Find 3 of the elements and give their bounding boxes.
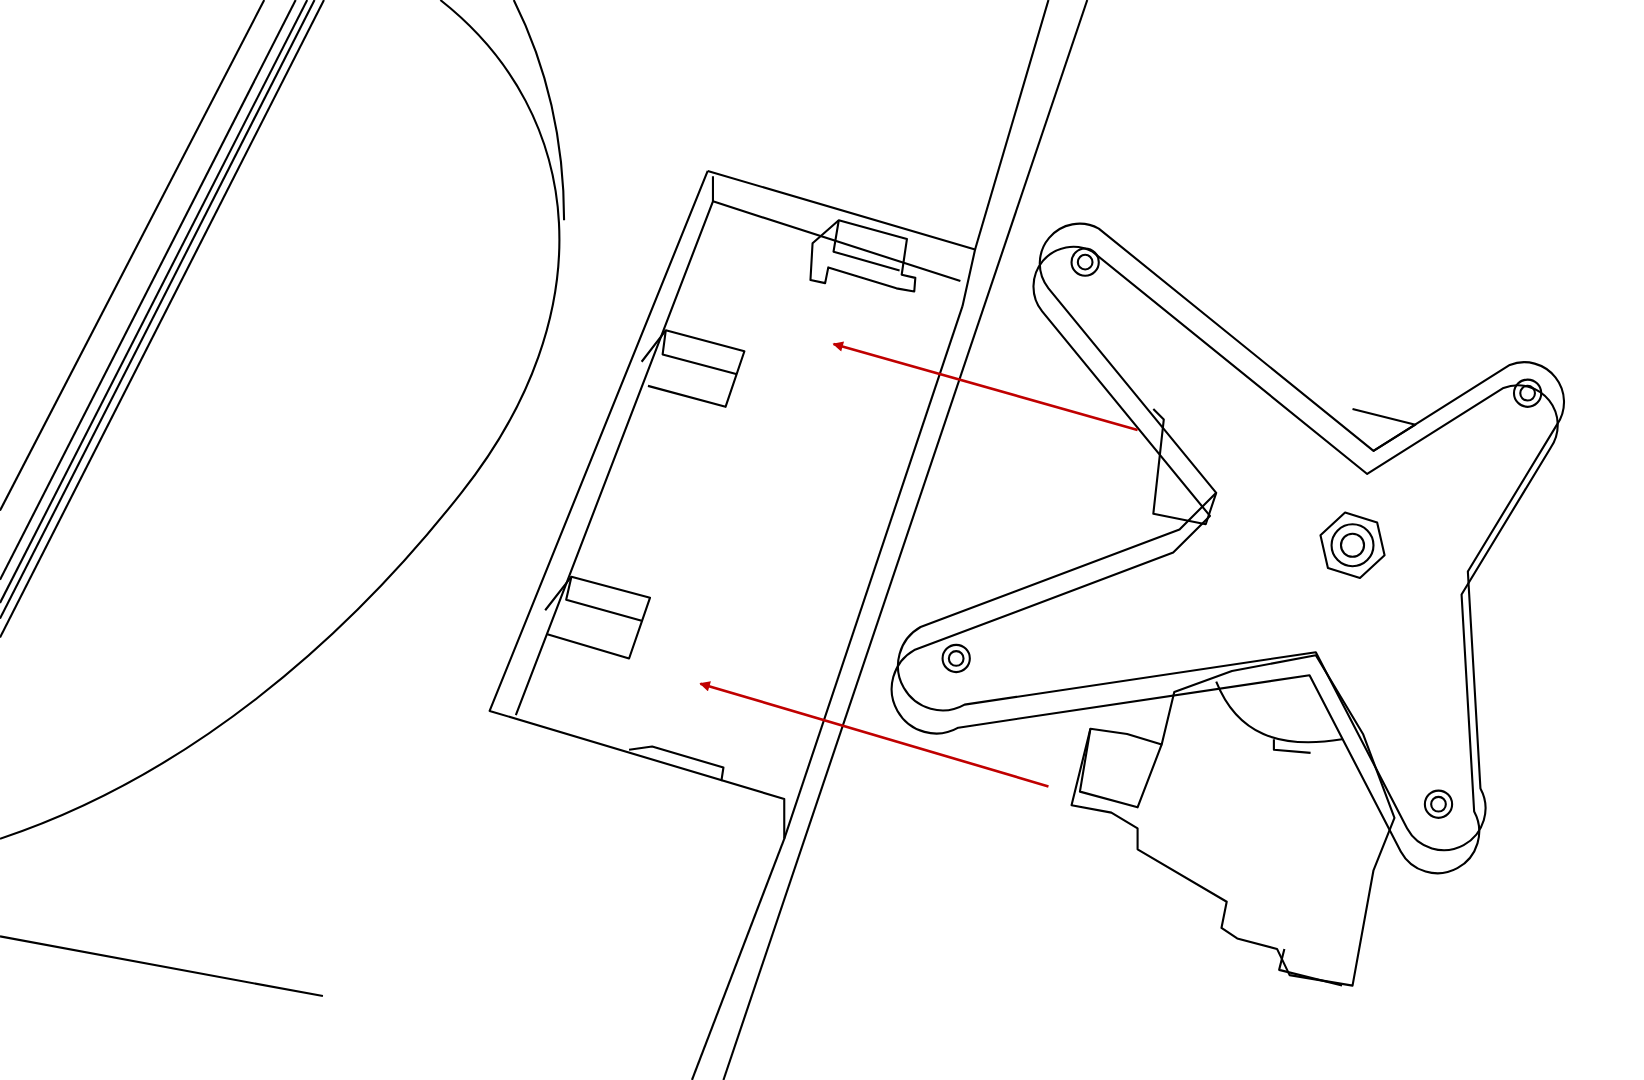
arrow (832, 341, 1138, 432)
bracket-drawing (890, 222, 1566, 987)
socket-drawing (488, 169, 977, 839)
